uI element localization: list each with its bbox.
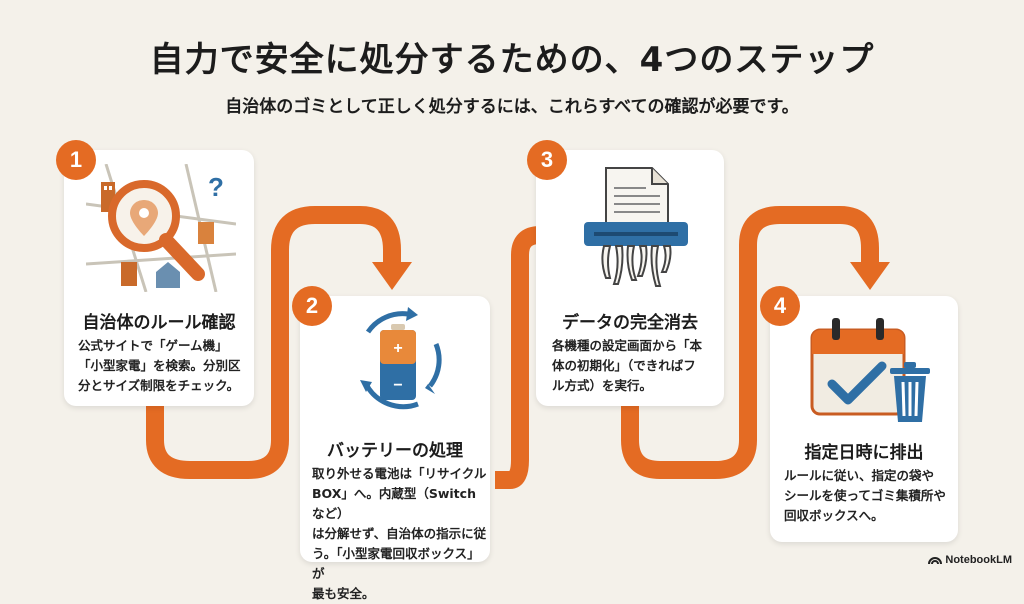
step-2-body-line: う。「小型家電回収ボックス」が xyxy=(312,546,480,581)
map-magnifier-icon: ? xyxy=(86,164,236,292)
step-2-body-line: BOX」へ。内蔵型（Switchなど） xyxy=(312,486,476,521)
step-2-body: 取り外せる電池は「リサイクル BOX」へ。内蔵型（Switchなど） は分解せず… xyxy=(312,464,488,604)
notebooklm-logo-icon xyxy=(928,557,943,565)
brand-label: NotebookLM xyxy=(945,554,1012,566)
step-2-body-line: は分解せず、自治体の指示に従 xyxy=(312,526,487,541)
flow-segment-2-3 xyxy=(495,226,549,489)
step-2-heading: バッテリーの処理 xyxy=(327,441,463,461)
step-4-body: ルールに従い、指定の袋や シールを使ってゴミ集積所や 回収ボックスへ。 xyxy=(784,466,956,526)
step-number-badge-3: 3 xyxy=(527,140,567,180)
step-4-heading: 指定日時に排出 xyxy=(804,443,924,463)
flow-path xyxy=(146,206,890,489)
svg-text:+: + xyxy=(393,340,402,357)
step-2-body-line: 最も安全。 xyxy=(312,586,375,601)
step-3-heading: データの完全消去 xyxy=(562,313,698,333)
step-1-body: 公式サイトで「ゲーム機」 「小型家電」を検索。分別区 分とサイズ制限をチェック。 xyxy=(78,336,250,396)
calendar-trash-icon xyxy=(810,318,930,422)
step-1-heading: 自治体のルール確認 xyxy=(82,313,236,333)
flow-segment-3-4 xyxy=(621,206,879,479)
page-subtitle: 自治体のゴミとして正しく処分するには、これらすべての確認が必要です。 xyxy=(225,97,799,117)
flow-segment-1-2 xyxy=(146,206,401,479)
step-card-3: データの完全消去 各機種の設定画面から「本 体の初期化」（できればフ ル方式）を… xyxy=(536,150,724,406)
arrow-into-step-4 xyxy=(850,262,890,290)
step-1-body-line: 「小型家電」を検索。分別区 xyxy=(78,358,241,373)
step-3-body: 各機種の設定画面から「本 体の初期化」（できればフ ル方式）を実行。 xyxy=(552,336,722,396)
step-card-2: + − バッテリーの処理 取り外せる電池は「リサイクル BOX」へ。内蔵型（Sw… xyxy=(300,296,490,601)
step-3-body-line: ル方式）を実行。 xyxy=(552,378,653,393)
battery-recycle-icon: + − xyxy=(360,307,442,410)
paper-shredder-icon xyxy=(584,167,688,287)
notebooklm-brand: NotebookLM xyxy=(928,554,1012,566)
step-4-body-line: 回収ボックスへ。 xyxy=(784,508,884,523)
step-1-body-line: 分とサイズ制限をチェック。 xyxy=(78,378,240,393)
step-card-1: ? 自治体のルール確認 公式サイトで「ゲーム機」 「小型家電」を検索。分別区 分… xyxy=(64,150,254,406)
step-3-body-line: 各機種の設定画面から「本 xyxy=(552,338,703,353)
svg-text:?: ? xyxy=(208,172,224,202)
step-3-body-line: 体の初期化」（できればフ xyxy=(552,358,696,373)
step-1-body-line: 公式サイトで「ゲーム機」 xyxy=(78,338,228,353)
step-number-badge-1: 1 xyxy=(56,140,96,180)
step-number-badge-4: 4 xyxy=(760,286,800,326)
arrow-into-step-2 xyxy=(372,262,412,290)
step-4-body-line: ルールに従い、指定の袋や xyxy=(784,468,935,483)
step-2-body-line: 取り外せる電池は「リサイクル xyxy=(312,466,487,481)
page-title: 自力で安全に処分するための、4つのステップ xyxy=(149,40,875,80)
step-number-badge-2: 2 xyxy=(292,286,332,326)
step-4-body-line: シールを使ってゴミ集積所や xyxy=(784,488,946,503)
step-card-4: 指定日時に排出 ルールに従い、指定の袋や シールを使ってゴミ集積所や 回収ボック… xyxy=(770,296,958,542)
svg-text:−: − xyxy=(393,377,402,394)
